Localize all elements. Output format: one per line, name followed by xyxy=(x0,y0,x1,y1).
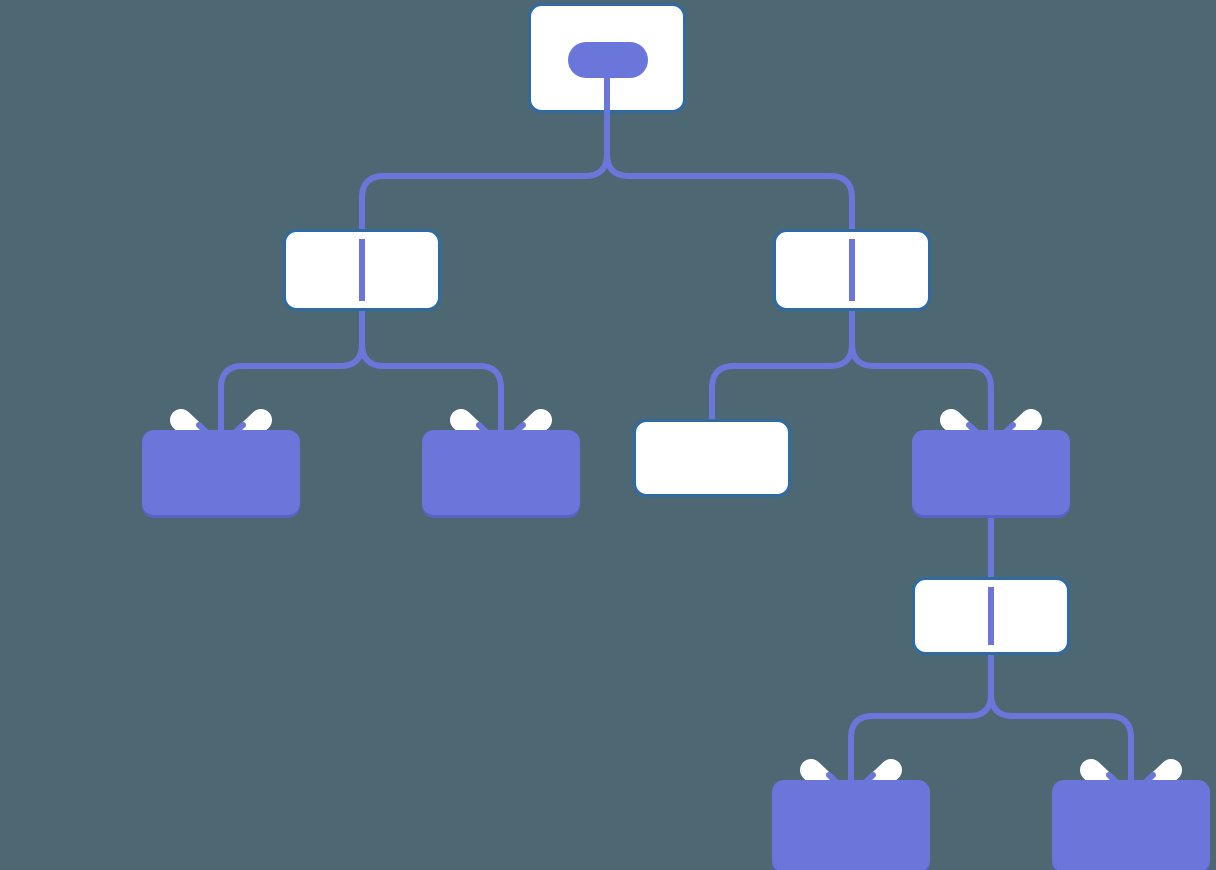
edge-root-to-branch-left xyxy=(362,113,607,229)
node-inner-pill xyxy=(568,42,648,78)
edge-branch-right-to-leaf-3 xyxy=(712,311,852,419)
leaf-node-3[interactable] xyxy=(635,421,790,496)
nodes-layer xyxy=(142,5,1210,870)
node-inner-marks-layer xyxy=(362,42,991,645)
node-body xyxy=(635,421,790,496)
edge-root-to-branch-right xyxy=(607,113,852,229)
